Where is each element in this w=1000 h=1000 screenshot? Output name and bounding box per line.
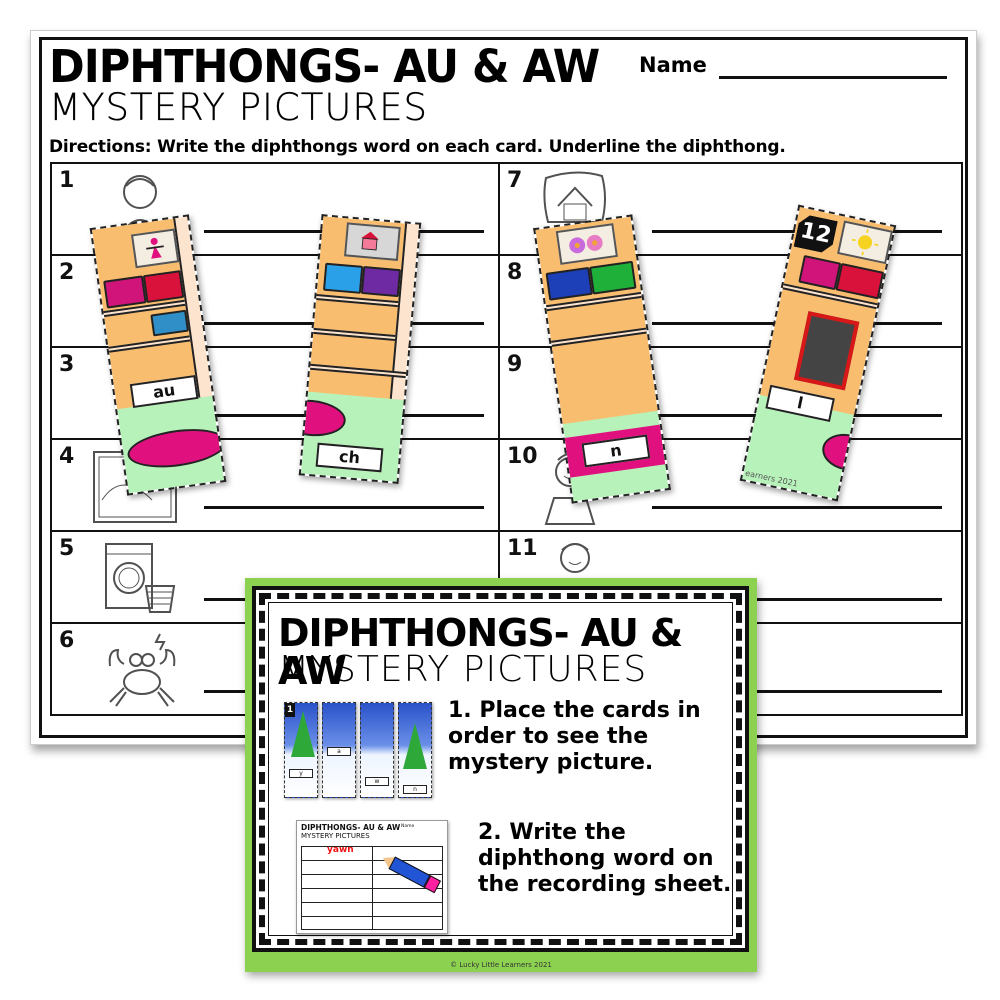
instruction-card-body: DIPHTHONGS- AU & AW MYSTERY PICTURES 1 y…	[252, 586, 749, 952]
pink-bin	[103, 275, 147, 309]
example-word: yawn	[327, 845, 354, 855]
laundry-icon	[105, 543, 176, 613]
mini-card-4: n	[398, 702, 432, 798]
cell-number: 11	[507, 536, 538, 561]
mini-card-number: 1	[285, 703, 295, 717]
answer-line[interactable]	[652, 598, 942, 601]
instruction-title: DIPHTHONGS- AU & AW	[278, 611, 683, 693]
crab-claw-icon	[108, 633, 176, 707]
mini-card-2: a	[322, 702, 356, 798]
dashed-border	[259, 593, 742, 945]
boy-icon	[560, 543, 590, 573]
mini-sheet-name: Name	[401, 824, 415, 829]
purple-bin	[360, 265, 402, 298]
cell-number: 3	[59, 352, 75, 377]
cell-number: 5	[59, 536, 75, 561]
name-field[interactable]	[719, 76, 947, 79]
instruction-card: DIPHTHONGS- AU & AW MYSTERY PICTURES 1 y…	[245, 578, 757, 972]
puzzle-card-au[interactable]: au	[89, 214, 227, 496]
house-picture-icon	[344, 222, 401, 261]
puzzle-card-ch[interactable]: ch	[298, 214, 422, 484]
tree-icon	[403, 723, 427, 769]
mini-card-label: w	[365, 777, 389, 786]
cell-number: 8	[507, 260, 523, 285]
grid-divider	[498, 164, 500, 714]
copyright: © Lucky Little Learners 2021	[450, 961, 552, 969]
instruction-subtitle: MYSTERY PICTURES	[278, 649, 648, 690]
answer-line[interactable]	[652, 506, 942, 509]
cell-number: 7	[507, 168, 523, 193]
answer-line[interactable]	[652, 690, 942, 693]
step-2-text: 2. Write the diphthong word on the recor…	[478, 820, 732, 897]
name-label: Name	[639, 53, 707, 77]
tree-icon	[291, 711, 315, 757]
cell-number: 2	[59, 260, 75, 285]
cell-number: 6	[59, 628, 75, 653]
cell-number: 4	[59, 444, 75, 469]
cell-number: 1	[59, 168, 75, 193]
puzzle-card-n[interactable]: n	[533, 214, 671, 504]
mini-card-label: n	[403, 785, 427, 794]
red-bin	[142, 270, 185, 304]
answer-cell-4: 4	[52, 440, 498, 532]
mini-card-3: w	[360, 702, 394, 798]
step-1-text: 1. Place the cards in order to see the m…	[448, 698, 701, 775]
worksheet-title: DIPHTHONGS- AU & AW	[49, 40, 600, 94]
mini-card-label: y	[289, 769, 313, 778]
mini-card-label: a	[327, 747, 351, 756]
mini-recording-sheet: DIPHTHONGS- AU & AW MYSTERY PICTURES Nam…	[296, 820, 448, 934]
mini-sheet-subtitle: MYSTERY PICTURES	[301, 832, 370, 840]
mini-sheet-title: DIPHTHONGS- AU & AW	[301, 823, 401, 832]
mini-card-1: 1 y	[284, 702, 318, 798]
puzzle-card-l[interactable]: 12 l earners 2021	[739, 204, 897, 502]
inner-border	[268, 602, 733, 936]
house-drawing-icon	[543, 171, 606, 223]
directions: Directions: Write the diphthongs word on…	[49, 137, 786, 157]
mini-sheet-grid	[301, 846, 443, 930]
sun-picture-icon	[837, 220, 894, 265]
girl-picture-icon	[130, 228, 180, 269]
worksheet-subtitle: MYSTERY PICTURES	[49, 86, 429, 129]
blue-bin	[322, 262, 364, 294]
flowers-picture-icon	[555, 223, 618, 265]
cell-number: 9	[507, 352, 523, 377]
mini-puzzle-cards: 1 y a w n	[284, 702, 432, 798]
cell-number: 10	[507, 444, 538, 469]
answer-line[interactable]	[204, 506, 484, 509]
